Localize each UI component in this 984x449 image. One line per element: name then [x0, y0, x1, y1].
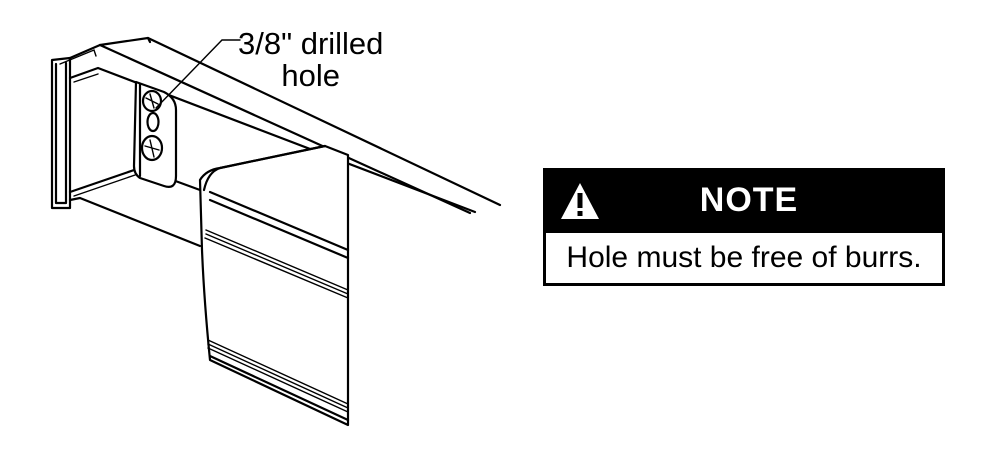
upper-screw: [141, 89, 163, 113]
cover-extrusion: [198, 144, 350, 427]
lower-screw: [140, 134, 164, 162]
callout-line-1: 3/8" drilled: [238, 26, 384, 61]
note-title: NOTE: [699, 181, 799, 219]
hole-callout-label: 3/8" drilled hole: [238, 28, 383, 92]
note-box: NOTE Hole must be free of burrs.: [543, 168, 945, 286]
drilled-hole: [146, 111, 160, 133]
lower-rail: [68, 166, 202, 248]
callout-leader: [155, 39, 241, 109]
warning-icon: [561, 183, 599, 219]
note-header: NOTE: [546, 171, 942, 233]
mounting-plate: [132, 80, 178, 188]
note-message: Hole must be free of burrs.: [566, 241, 922, 274]
upper-rail: [68, 36, 502, 215]
end-cap: [50, 36, 152, 210]
callout-line-2: hole: [281, 58, 341, 93]
